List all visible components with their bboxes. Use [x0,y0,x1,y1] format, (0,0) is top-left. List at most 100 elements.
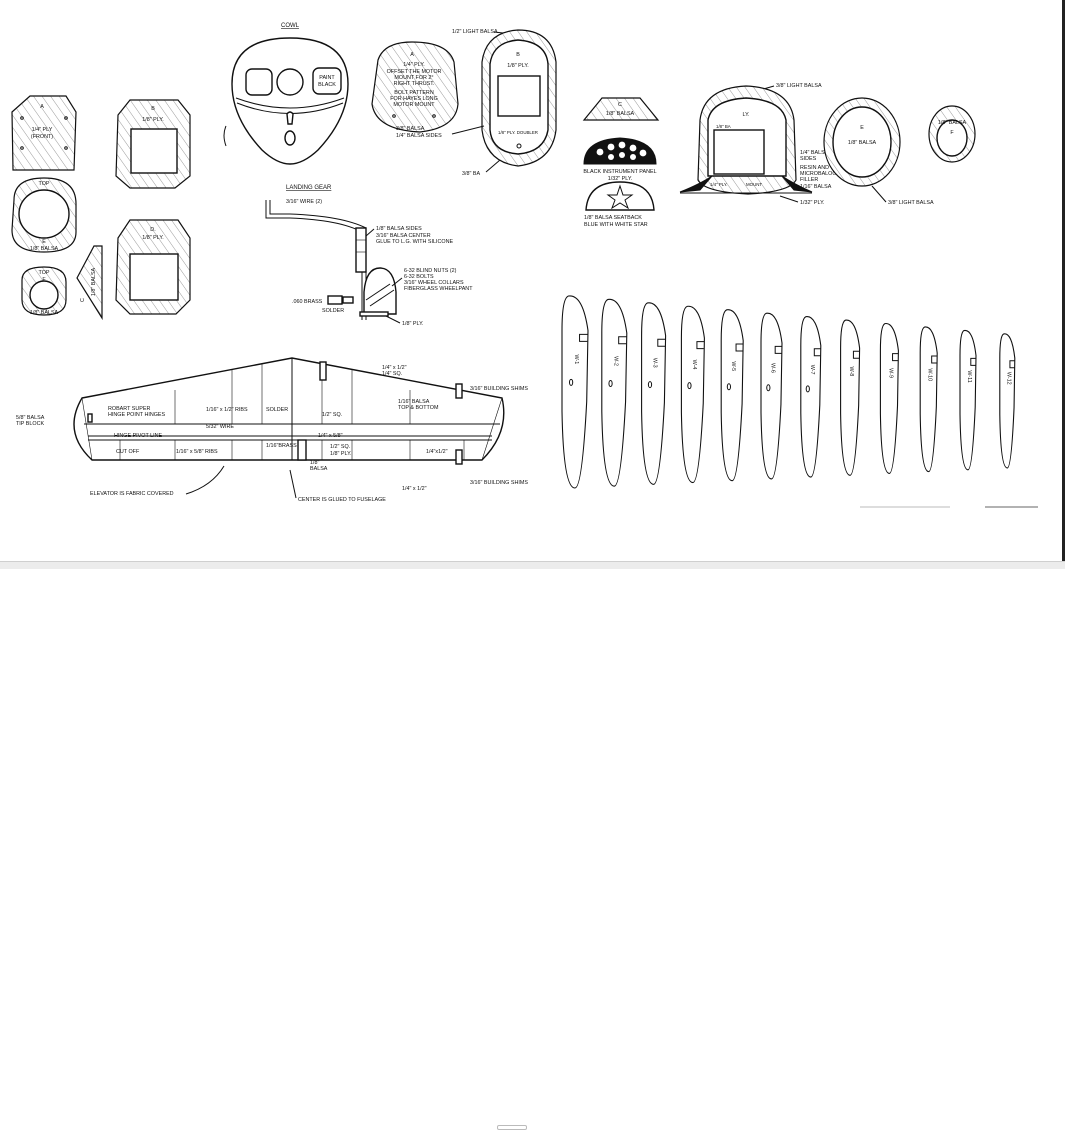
wing-rib-outline [879,323,899,475]
former-a-front: A 1/4" PLY (FRONT) [11,95,77,171]
part-d-material: 1/8" PLY. [142,235,164,241]
stab-half: 1/4"x1/2" [426,449,448,455]
former-b: B 1/8" PLY. [115,99,191,189]
stab-sq: 1/2" SQ. [322,412,342,418]
wing-rib-notch [892,353,899,362]
part-d-letter: D. [150,227,155,233]
former-a-note-5: FOR HAYES LONG [390,96,438,102]
instrument-label-2: 1/32" PLY. [608,176,633,182]
wing-rib-label: W-9 [887,368,893,378]
part-a-material: 1/4" PLY [32,127,53,133]
wing-rib-label: W-5 [730,361,736,371]
former-b-large: 1/2" LIGHT BALSA B 1/8" PLY. 1/8" PLY. D… [396,29,557,177]
gear-brass: .060 BRASS [292,299,323,305]
part-c-letter: C [80,298,86,302]
scrollbar-thumb[interactable] [497,1125,527,1130]
former-f-top: TOP F 1/8" BALSA [21,266,67,316]
former-a-note-1: OFFSET THE MOTOR [387,69,442,75]
stab-hinges-2: HINGE POINT HINGES [108,412,166,418]
wing-rib-notch [931,355,938,364]
wing-rib-notch [774,345,782,354]
right-edge-border [1062,0,1065,561]
plan-sheet: A 1/4" PLY (FRONT) B 1/8" PLY. TOP E 1/8… [11,23,1038,508]
gear-wire: 3/16" WIRE (2) [286,199,322,205]
wing-rib-notch [657,338,666,347]
cowl-title: COWL [281,23,300,29]
stab-tip-1: 5/8" BALSA [16,415,45,421]
stab-center: CENTER IS GLUED TO FUSELAGE [298,497,386,503]
former-b-doubler: 1/8" PLY. DOUBLER [498,130,538,135]
wing-rib-notch [735,343,744,352]
wing-rib-hole [687,382,692,390]
gear-title: LANDING GEAR [286,185,332,191]
stab-half2: 1/4" x 1/2" [402,486,427,492]
gear-hw-4: FIBERGLASS WHEELPANT [404,286,473,292]
cowl-paint-1: PAINT [319,75,335,81]
wing-rib-outline [800,316,822,478]
wing-rib-notch [618,336,627,345]
fuse-inner-2: 1/4" PLY. [710,182,728,187]
stabilizer: 5/8" BALSA TIP BLOCK ROBART SUPER HINGE … [16,357,528,503]
wing-rib-outline [919,326,938,473]
part-e-top: TOP [39,181,50,187]
former-c-top: C 1/8" BALSA [582,97,660,121]
fuse-note-1: 1/4" BALSA [800,150,829,156]
former-a-letter: A [410,52,414,58]
fuse-top-label: 3/8" LIGHT BALSA [776,83,822,89]
part-a-note: (FRONT) [31,134,53,140]
former-a-material: 1/4" PLY. [403,62,425,68]
former-a-large: A 1/4" PLY. OFFSET THE MOTOR MOUNT FOR 2… [371,41,459,133]
former-f2-material: 1/8" BALSA [938,120,967,126]
former-e2-letter: E [860,125,864,131]
wing-rib-label: W-11 [966,370,972,382]
gear-note-2: 3/16" BALSA CENTER [376,233,431,239]
wing-rib-label: W-1 [573,354,579,364]
fuse-note-6: 1/16" BALSA [800,184,832,190]
part-b-letter: B [151,106,155,112]
wing-rib-hole [805,385,810,393]
wing-rib-hole [647,381,653,389]
stab-hinges-1: ROBART SUPER [108,406,150,412]
seatback: 1/8" BALSA SEATBACK BLUE WITH WHITE STAR [584,181,655,228]
former-c2-material: 1/8" BALSA [606,111,635,117]
part-f-top: TOP [39,270,50,276]
former-b-material: 1/8" PLY. [507,63,529,69]
gear-note-1: 1/8" BALSA SIDES [376,226,422,232]
stab-sq2: 1/2" SQ. [330,444,350,450]
former-b-side-1: 3/8" BALSA [396,126,425,132]
stab-pivot: HINGE PIVOT LINE [114,433,163,439]
fuse-note-2: SIDES [800,156,817,162]
stab-shims2: 3/16" BUILDING SHIMS [470,480,528,486]
stab-balsa-2: BALSA [310,466,328,472]
stab-solder: SOLDER [266,407,288,413]
seatback-label-1: 1/8" BALSA SEATBACK [584,215,642,221]
gear-ply: 1/8" PLY. [402,321,424,327]
stab-skin-2: TOP & BOTTOM [398,405,439,411]
gear-solder: SOLDER [322,308,344,314]
plan-drawing: A 1/4" PLY (FRONT) B 1/8" PLY. TOP E 1/8… [11,23,1038,508]
stab-cutoff: CUT OFF [116,449,140,455]
gear-hw-3: 3/16" WHEEL COLLARS [404,280,464,286]
fuse-note-3: RESIN AND [800,165,829,171]
stab-spar-2: 1/4" SQ. [382,371,402,377]
part-e-material: 1/8" BALSA [30,246,59,252]
wing-rib-label: W-2 [612,356,618,366]
wing-rib-notch [696,341,705,350]
stab-spar-1: 1/4" x 1/2" [382,365,407,371]
fuse-note-4: MICROBALOON [800,171,841,177]
part-f-material: 1/8" BALSA [30,310,59,316]
former-a-note-3: RIGHT THRUST. [394,81,435,87]
fuse-inner-1: 1/8" BA [716,124,731,129]
former-c-side: C 1/8" BALSA [76,245,103,321]
former-b-bottom-label: 3/8" BA [462,171,481,177]
stab-shims: 3/16" BUILDING SHIMS [470,386,528,392]
wing-rib-notch [970,357,976,366]
stab-balsa-1: 1/8" [310,460,319,466]
landing-gear: LANDING GEAR 3/16" WIRE (2) 1/8" BALSA S… [265,185,473,327]
wing-rib-outline [641,302,667,485]
former-d: D. 1/8" PLY. [115,219,191,315]
part-f-letter: F [42,277,46,283]
wing-rib-hole [608,379,613,387]
part-c-material: 1/8" BALSA [91,267,97,296]
wing-rib-notch [1009,360,1015,369]
